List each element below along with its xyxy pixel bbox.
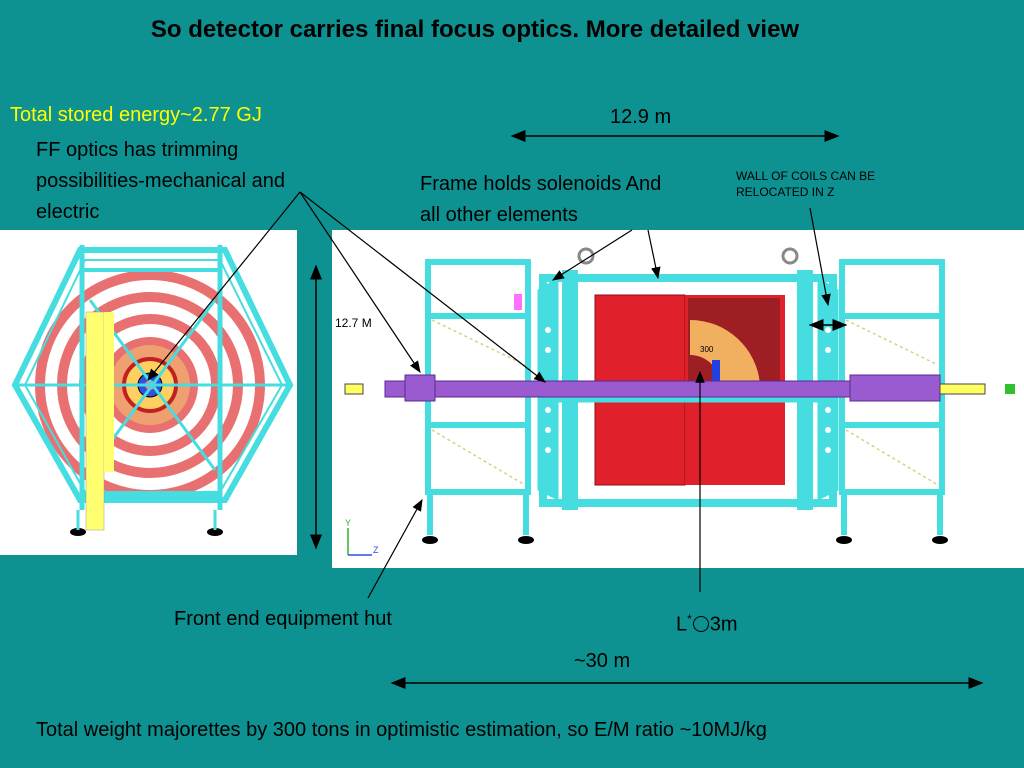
yellow-plate [85, 311, 105, 531]
dimension-width-label: 12.9 m [610, 106, 672, 128]
frame-holds-label: Frame holds solenoids And all other elem… [420, 173, 662, 226]
beam-pipe [384, 380, 931, 398]
side-view-drawing: 300 [344, 247, 1015, 556]
axis-y-label: Y [345, 518, 351, 528]
ff-optics-label: FF optics has trimming possibilities-mec… [36, 139, 286, 223]
l-star-label: L* 3m [676, 604, 738, 641]
inner-dimension-label: 300 [700, 345, 714, 354]
stored-energy-label: Total stored energy~2.77 GJ [10, 104, 262, 126]
slide-title: So detector carries final focus optics. … [150, 16, 800, 43]
axis-z-label: Z [373, 545, 379, 555]
dimension-height-label: 12.7 M [335, 316, 372, 330]
callout-lines [147, 191, 831, 599]
l-star-value: 3m [709, 613, 738, 636]
wall-of-coils-label: WALL OF COILS CAN BE RELOCATED IN Z [736, 169, 876, 199]
approx-symbol-icon [692, 615, 709, 632]
end-view-drawing [11, 245, 294, 536]
l-star-superscript: * [687, 612, 692, 626]
front-end-hut-label: Front end equipment hut [174, 608, 392, 630]
l-star-symbol: L [676, 613, 688, 636]
footer-note: Total weight majorettes by 300 tons in o… [36, 719, 767, 741]
total-length-label: ~30 m [574, 650, 631, 672]
